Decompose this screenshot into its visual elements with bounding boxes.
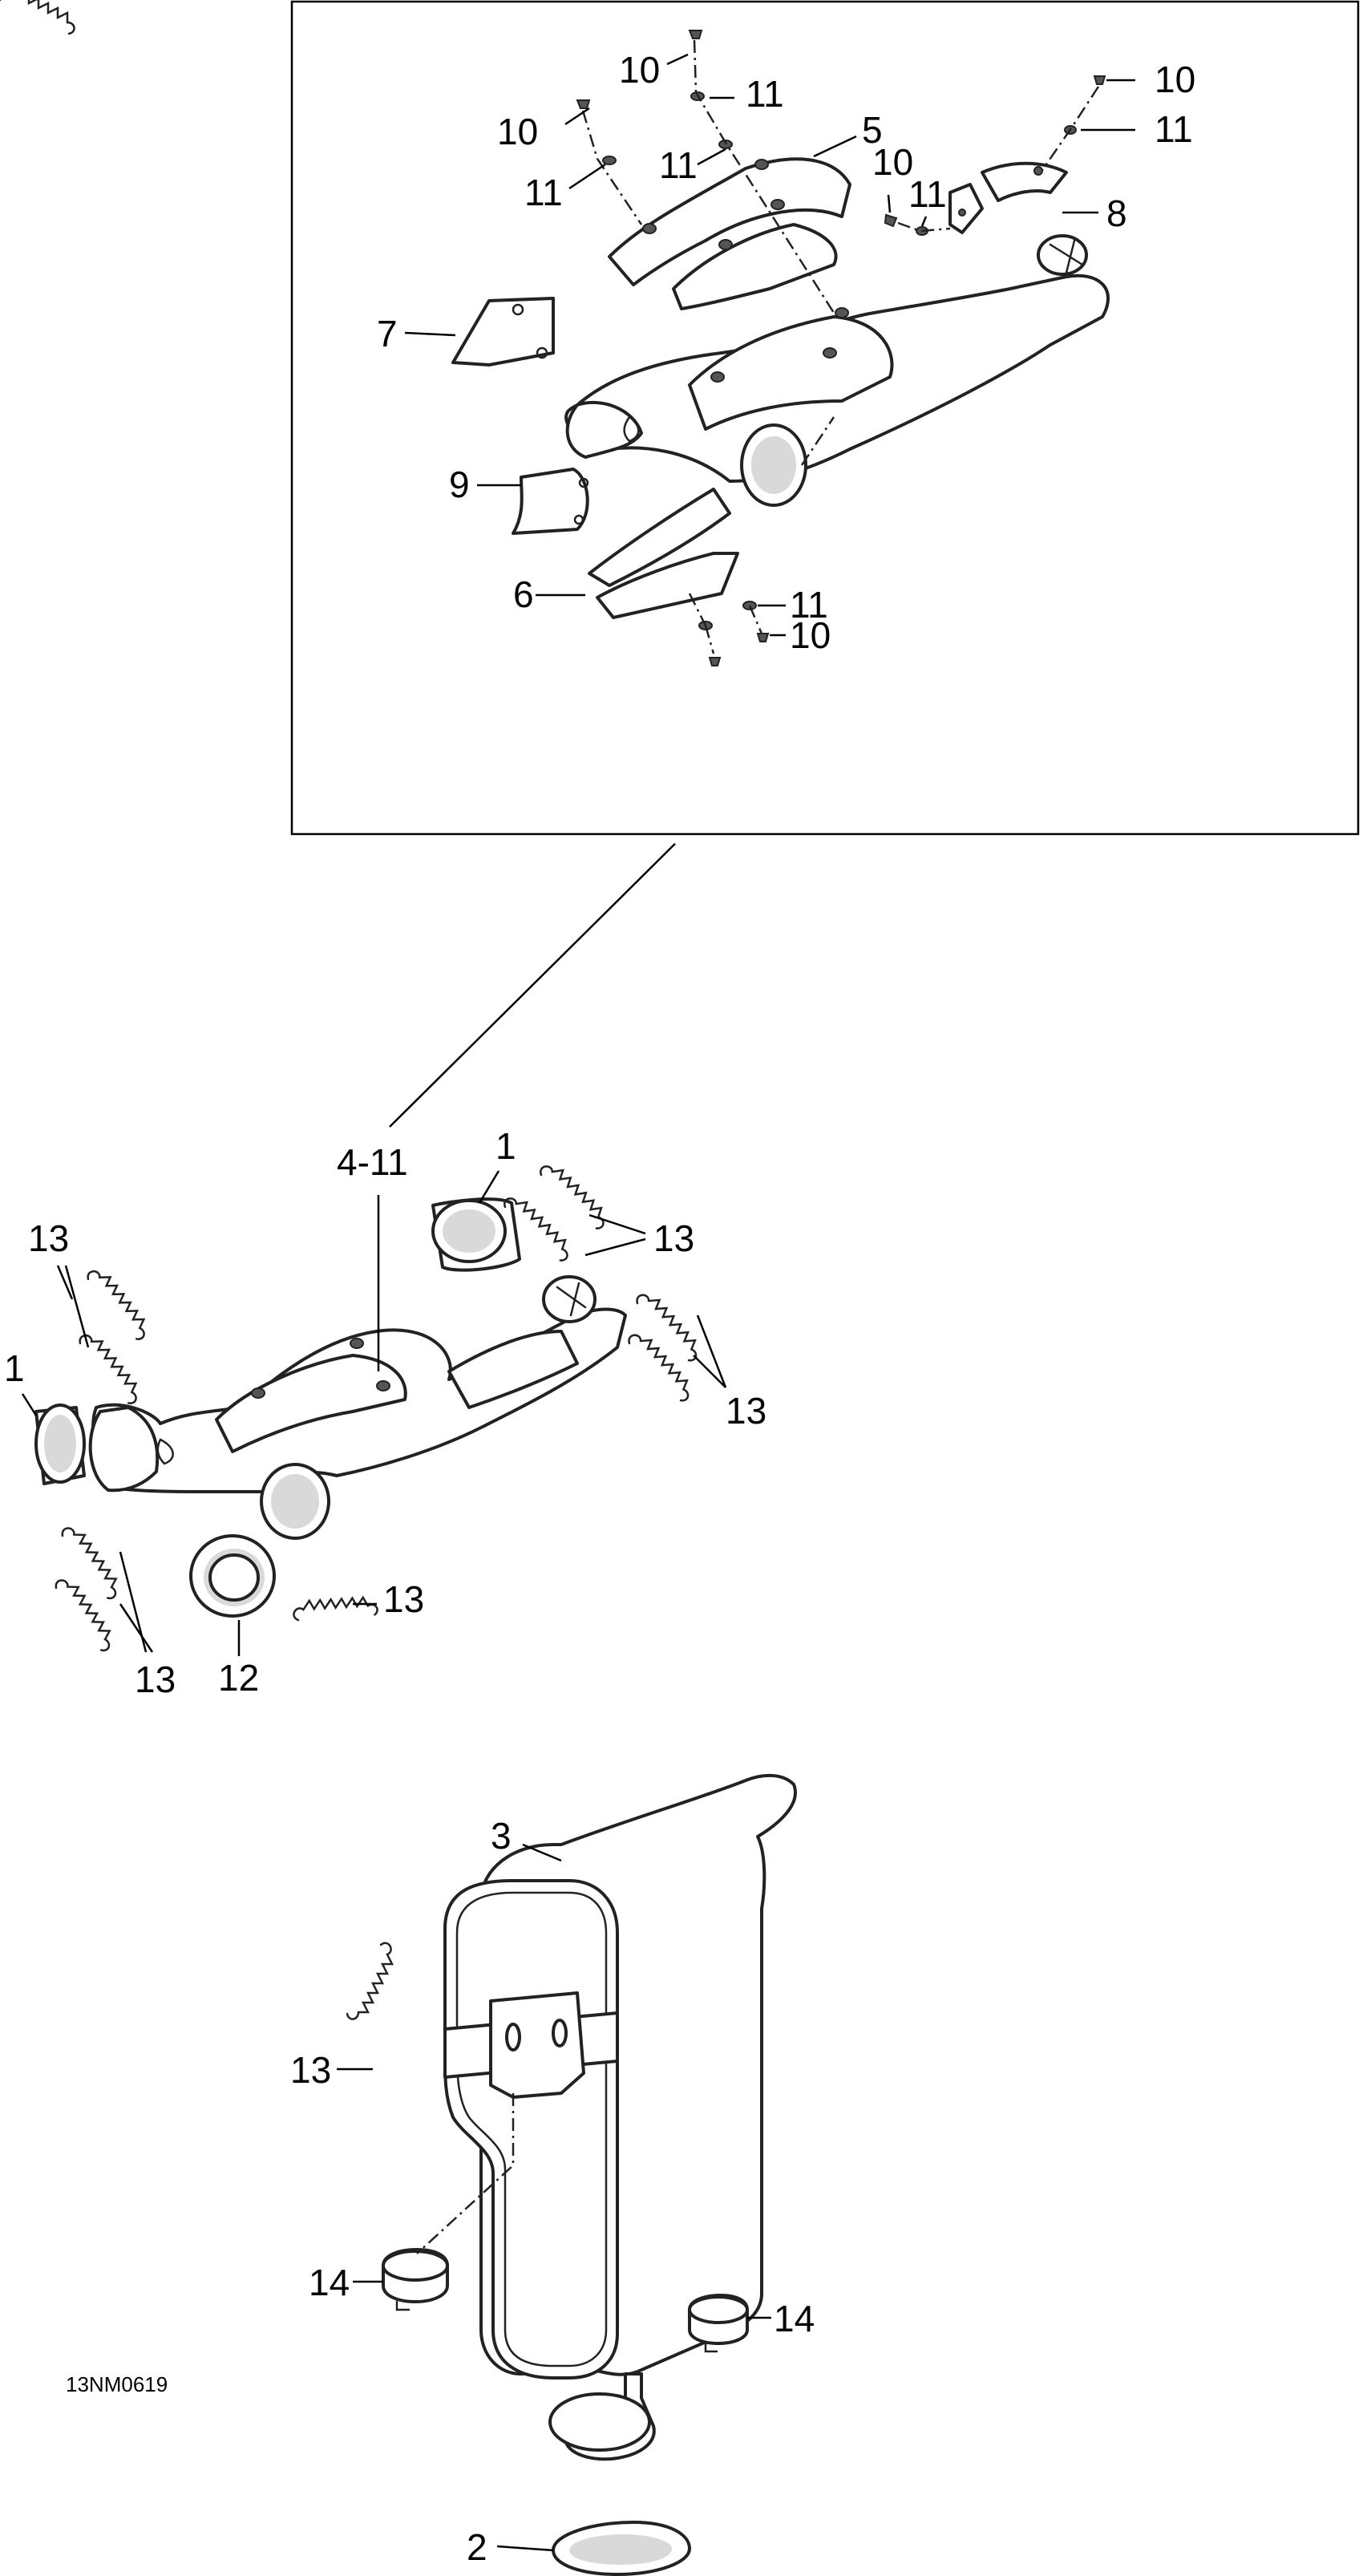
callout-13: 13 [290, 2049, 331, 2091]
figure-code: 13NM0619 [66, 2372, 168, 2396]
callout-10: 10 [619, 49, 660, 91]
callout-6: 6 [513, 573, 534, 615]
callout-14: 14 [774, 2298, 815, 2339]
muffler-dash-line [416, 2093, 515, 2254]
callout-10: 10 [497, 111, 538, 152]
callout-11: 11 [790, 584, 828, 626]
springs [0, 0, 712, 2020]
callout-11: 11 [1155, 108, 1193, 150]
callout-12: 12 [218, 1657, 259, 1699]
callout-14: 14 [309, 2262, 350, 2303]
callout-4-11: 4-11 [337, 1141, 408, 1183]
heat-shield-7 [451, 297, 555, 367]
callout-11: 11 [524, 172, 563, 213]
assembly-dash-lines-detail [581, 39, 1100, 654]
muffler [443, 1773, 797, 2461]
heat-shield-9 [512, 468, 589, 535]
heat-shield-8 [948, 161, 1068, 234]
callout-13: 13 [653, 1217, 694, 1259]
callout-3: 3 [491, 1815, 512, 1857]
callout-11: 11 [908, 173, 947, 215]
callout-10: 10 [790, 614, 831, 656]
callout-leaders [21, 53, 1135, 2552]
heat-shield-5 [608, 157, 851, 310]
exhaust-manifold [88, 1275, 627, 1540]
callout-10: 10 [872, 141, 913, 183]
callout-13: 13 [28, 1217, 69, 1259]
callout-labels: 10 11 10 11 11 5 10 11 10 11 8 7 9 6 11 … [4, 49, 1195, 2568]
callout-9: 9 [449, 464, 470, 505]
callout-8: 8 [1106, 192, 1127, 234]
detail-box [290, 0, 1360, 836]
callout-11: 11 [659, 144, 698, 186]
gasket-ring-1-left [34, 1403, 86, 1485]
callout-5: 5 [862, 109, 883, 151]
callout-1: 1 [495, 1125, 516, 1167]
heat-shield-6 [588, 488, 739, 619]
callout-7: 7 [377, 313, 398, 354]
callout-2: 2 [467, 2526, 487, 2568]
callout-13: 13 [383, 1578, 424, 1620]
muffler-outlet-gasket-2 [552, 2521, 691, 2576]
callout-1: 1 [4, 1347, 25, 1389]
callout-10: 10 [1155, 59, 1195, 100]
gasket-ring-12 [189, 1534, 276, 1618]
callout-13: 13 [135, 1659, 176, 1700]
callout-11: 11 [746, 73, 784, 115]
heat-shield-lower [688, 307, 894, 431]
gasket-ring-1-top [431, 1197, 521, 1272]
rubber-mount-14 [382, 2248, 749, 2353]
callout-13: 13 [726, 1390, 766, 1432]
detail-leader-line [389, 843, 676, 1128]
